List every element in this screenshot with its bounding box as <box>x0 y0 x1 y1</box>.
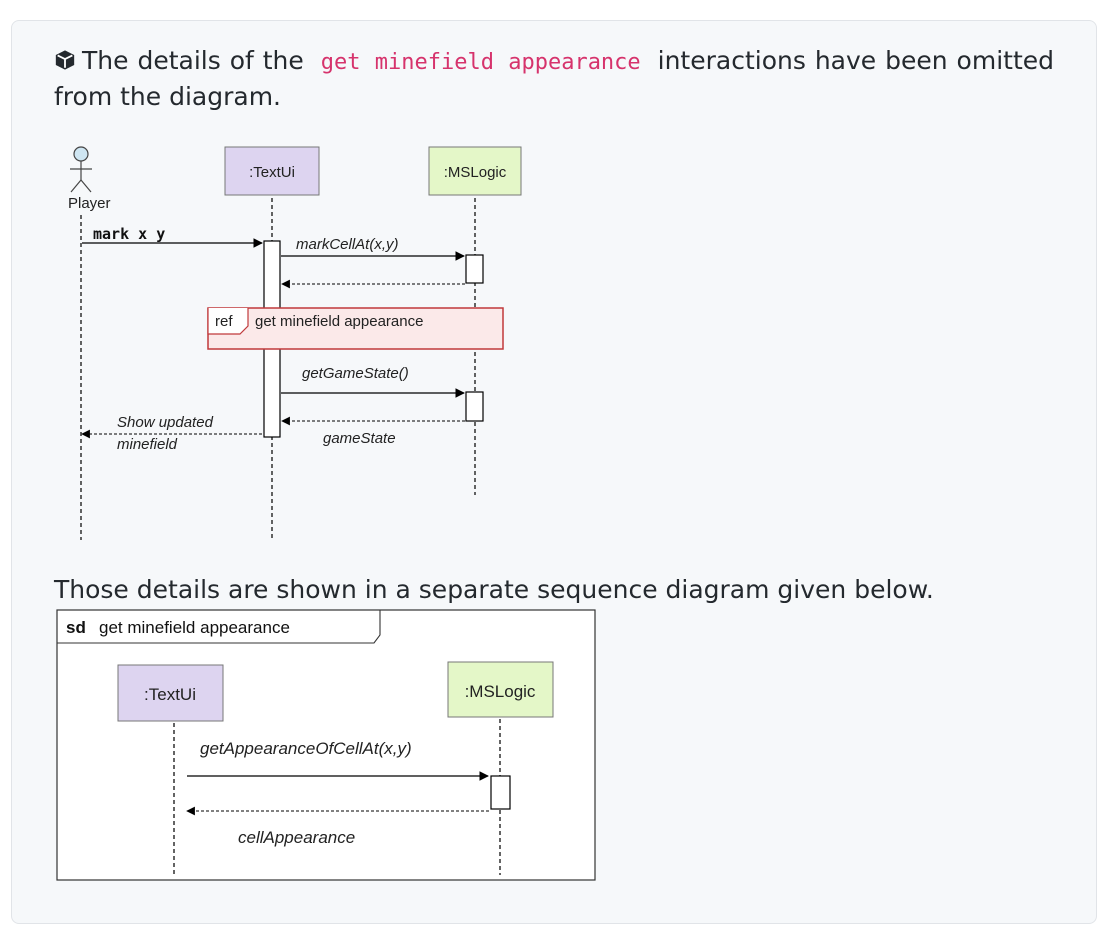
sd-msg-ret-label: cellAppearance <box>238 828 355 847</box>
player-actor-icon <box>70 146 92 193</box>
sd-frame-title: get minefield appearance <box>99 618 290 637</box>
note-prefix: The details of the <box>82 46 304 75</box>
mslogic-box <box>428 146 522 196</box>
ref-tag: ref <box>215 313 233 330</box>
sd-textui-label: :TextUi <box>144 685 196 704</box>
mslogic-label: :MSLogic <box>444 164 507 181</box>
sd-mslogic-box <box>447 661 554 718</box>
msg-mark-label: mark x y <box>93 225 165 243</box>
mslogic-activation-1 <box>465 254 484 284</box>
sd-mslogic-label: :MSLogic <box>465 682 536 701</box>
msg-show-line2: minefield <box>117 436 178 453</box>
msg-getgamestate-label: getGameState() <box>302 365 409 382</box>
note-code: get minefield appearance <box>320 50 641 75</box>
msg-markcellat-label: markCellAt(x,y) <box>296 236 399 253</box>
msg-show-line1: Show updated <box>117 414 214 431</box>
ref-frame <box>207 307 504 350</box>
sd-mslogic-activation <box>490 775 511 810</box>
sd-frame-tag-shape <box>57 610 381 644</box>
ref-label: get minefield appearance <box>255 313 423 330</box>
msg-gamestate-label: gameState <box>323 430 396 447</box>
sd-textui-box <box>117 664 224 722</box>
separate-text: Those details are shown in a separate se… <box>54 575 934 604</box>
textui-box <box>224 146 320 196</box>
sd-frame <box>56 609 596 881</box>
player-label: Player <box>68 195 111 212</box>
mslogic-activation-2 <box>465 391 484 422</box>
sd-frame-tag: sd <box>66 618 86 637</box>
sequence-diagram-main: Player :TextUi :MSLogic mark x y markCel… <box>68 146 522 540</box>
sd-msg-call-label: getAppearanceOfCellAt(x,y) <box>200 739 412 758</box>
note-paragraph: The details of the get minefield appeara… <box>54 44 1054 114</box>
textui-label: :TextUi <box>249 164 295 181</box>
ref-tag-shape <box>207 308 249 335</box>
note-suffix: interactions have been omitted from the … <box>54 46 1055 111</box>
cube-icon <box>55 50 75 70</box>
